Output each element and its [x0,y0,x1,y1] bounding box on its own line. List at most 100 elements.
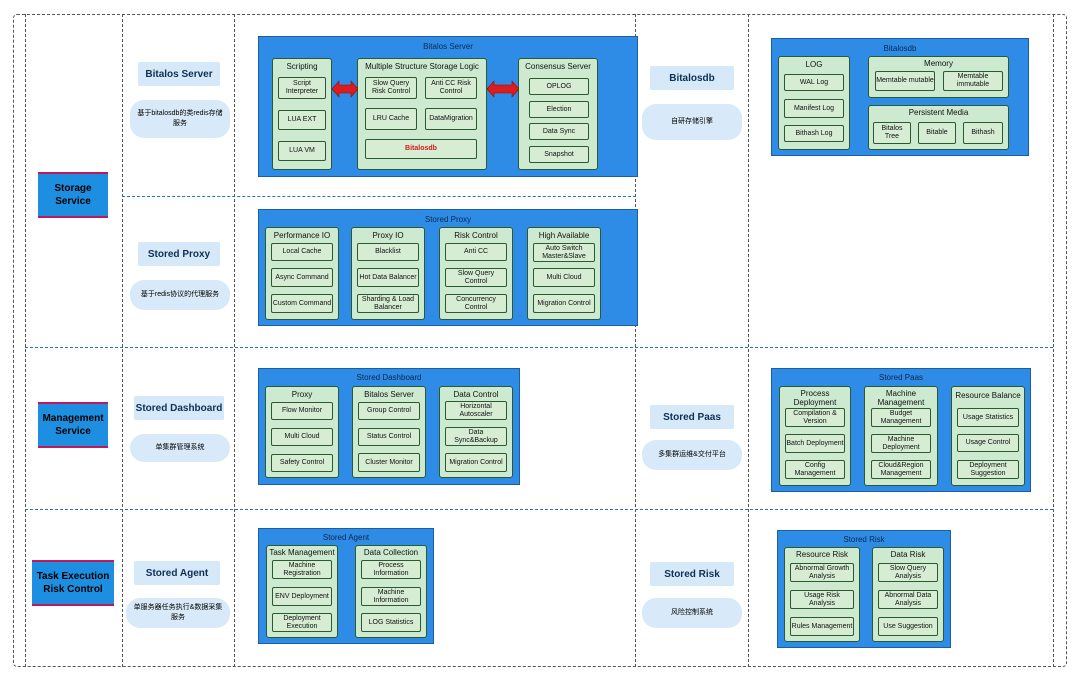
box-process-information: Process Information [361,560,421,579]
box-use-suggestion: Use Suggestion [878,617,938,636]
group-title: Task Management [269,548,335,557]
box-bithash-log: Bithash Log [784,125,844,142]
box-machine-registration: Machine Registration [272,560,332,579]
box-blacklist: Blacklist [357,243,419,261]
service-desc-bitalos-server: 基于bitalosdb的类redis存储服务 [130,100,230,138]
box-hot-data-balancer: Hot Data Balancer [357,268,419,287]
box-bithash: Bithash [963,122,1003,144]
box-election: Election [529,101,589,118]
box-anti-cc: Anti CC [445,243,507,261]
service-label-stored-risk: Stored Risk [650,562,734,586]
box-memtable-mutable: Memtable mutable [875,71,935,91]
group-title: Proxy IO [372,231,404,240]
service-label-bitalosdb: Bitalosdb [650,66,734,90]
group-title: Data Collection [363,548,419,557]
service-label-stored-agent: Stored Agent [134,561,220,585]
box-memtable-immutable: Memtable immutable [943,71,1003,91]
box-multi-cloud: Multi Cloud [533,268,595,287]
divider-col-2 [122,14,123,667]
group-title: Process Deployment [793,389,837,407]
box-snapshot: Snapshot [529,146,589,163]
service-label-stored-paas: Stored Paas [650,405,734,429]
box-data-sync: Data Sync [529,123,589,140]
box-abnormal-growth: Abnormal Growth Analysis [790,563,854,582]
divider-col-6 [1053,14,1054,667]
panel-title: Stored Dashboard [356,373,422,382]
service-desc-stored-paas: 多集群运维&交付平台 [642,440,742,470]
group-title: Resource Balance [955,391,1021,400]
outer-frame [13,14,1067,667]
group-title: LOG [805,60,823,69]
section-storage-service: Storage Service [38,172,108,218]
group-title: Memory [924,59,953,68]
divider-col-4 [635,14,636,667]
box-status-control: Status Control [358,428,420,446]
group-title: High Available [538,231,590,240]
group-title: Persistent Media [908,108,969,117]
group-title: Data Risk [890,550,926,559]
box-data-migration: DataMigration [425,108,477,130]
box-safety-control: Safety Control [271,454,333,472]
box-env-deployment: ENV Deployment [272,587,332,606]
group-title: Data Control [453,390,499,399]
panel-title: Stored Proxy [424,215,472,224]
box-wal-log: WAL Log [784,74,844,91]
panel-title: Stored Agent [322,533,370,542]
group-title: Risk Control [454,231,498,240]
section-task-risk: Task Execution Risk Control [32,560,114,606]
box-budget-management: Budget Management [871,408,931,427]
box-log-statistics: LOG Statistics [361,613,421,632]
group-title: Machine Management [877,389,925,407]
box-script-interpreter: Script Interpreter [278,77,326,99]
box-cluster-monitor: Cluster Monitor [358,453,420,472]
double-arrow-left [332,80,358,98]
box-machine-deployment: Machine Deployment [871,434,931,453]
panel-title: Bitalosdb [883,44,917,53]
box-slow-query-analysis: Slow Query Analysis [878,563,938,582]
row-separator-2 [25,347,1053,348]
box-dash-multi-cloud: Multi Cloud [271,428,333,446]
box-anti-cc-risk: Anti CC Risk Control [425,77,477,99]
group-title: Scripting [286,62,318,71]
box-auto-switch: Auto Switch Master&Slave [533,243,595,262]
box-concurrency-control: Concurrency Control [445,294,507,313]
box-oplog: OPLOG [529,78,589,95]
section-management-service: Management Service [38,402,108,448]
group-title: Bitalos Server [364,390,414,399]
service-desc-stored-risk: 风险控制系统 [642,598,742,628]
box-horizontal-autoscaler: Horizontal Autoscaler [445,401,507,420]
box-migration-control: Migration Control [533,294,595,313]
box-bitalos-tree: Bitalos Tree [873,122,911,144]
box-slow-query-risk: Slow Query Risk Control [365,77,417,99]
service-desc-stored-agent: 单服务器任务执行&数据采集服务 [126,598,230,628]
box-manifest-log: Manifest Log [784,99,844,118]
box-dash-migration-control: Migration Control [445,453,507,472]
box-bitalosdb-core: Bitalosdb [365,139,477,159]
double-arrow-right [487,80,519,98]
service-label-stored-proxy: Stored Proxy [138,242,220,266]
service-label-stored-dashboard: Stored Dashboard [134,396,224,420]
service-desc-bitalosdb: 自研存储引擎 [642,104,742,140]
panel-title: Stored Paas [878,373,924,382]
box-rules-management: Rules Management [790,617,854,636]
box-abnormal-data: Abnormal Data Analysis [878,590,938,609]
box-compilation-version: Compilation & Version [785,408,845,427]
box-usage-control: Usage Control [957,434,1019,452]
box-machine-information: Machine Information [361,587,421,606]
box-cloud-region-management: Cloud&Region Management [871,460,931,479]
box-batch-deployment: Batch Deployment [785,434,845,453]
divider-col-5 [748,14,749,667]
box-config-management: Config Management [785,460,845,479]
box-group-control: Group Control [358,402,420,420]
service-desc-stored-proxy: 基于redis协议的代理服务 [130,280,230,310]
box-data-sync-backup: Data Sync&Backup [445,427,507,446]
group-title: Performance IO [273,231,331,240]
box-usage-statistics: Usage Statistics [957,408,1019,427]
box-lru-cache: LRU Cache [365,108,417,130]
service-label-bitalos-server: Bitalos Server [138,62,220,86]
divider-col-3 [234,14,235,667]
box-lua-ext: LUA EXT [278,110,326,130]
group-title: Consensus Server [525,62,591,71]
panel-title: Stored Risk [843,535,885,544]
box-custom-command: Custom Command [271,294,333,313]
